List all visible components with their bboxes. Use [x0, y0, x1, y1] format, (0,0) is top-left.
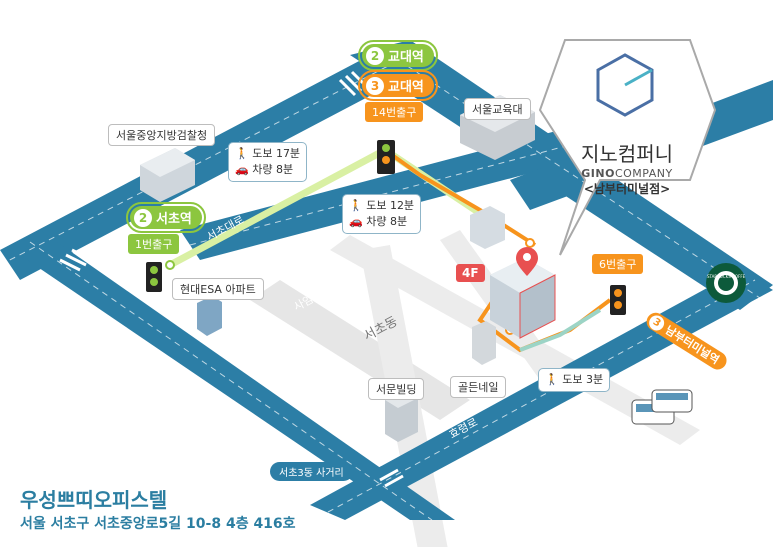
exit-14-label: 14번출구 — [365, 102, 424, 122]
company-branch: <남부터미널점> — [583, 182, 671, 196]
walk-icon: 🚶 — [235, 147, 249, 160]
exit-1-label: 1번출구 — [128, 234, 180, 254]
office-address: 서울 서초구 서초중앙로5길 10-8 4층 416호 — [20, 516, 296, 532]
landmark-edu-univ: 서울교육대 — [464, 98, 531, 120]
directions-from-nambu: 🚶 도보 3분 — [538, 368, 611, 392]
pin-icon — [516, 247, 538, 276]
landmark-prosecutors: 서울중앙지방검찰청 — [108, 124, 216, 146]
landmark-golden-nail: 골든네일 — [450, 376, 507, 398]
starbucks-text: STARBUCKS COFFEE — [707, 274, 745, 279]
office-name: 우성쁘띠오피스텔 — [20, 488, 168, 512]
car-icon: 🚗 — [349, 215, 363, 228]
company-name-ko: 지노컴퍼니 — [581, 142, 673, 166]
directions-from-seocho: 🚶 도보 17분 🚗 차량 8분 — [228, 142, 308, 182]
exit-posts — [146, 140, 626, 315]
company-name-en: GINOCOMPANY — [581, 167, 673, 180]
route-nambu-walk — [519, 308, 602, 352]
company-balloon — [538, 39, 717, 256]
route-line3 — [383, 148, 537, 247]
landmark-intersection: 서초3동 사거리 — [270, 462, 353, 481]
walk-icon: 🚶 — [545, 373, 559, 386]
car-icon: 🚗 — [235, 163, 249, 176]
starbucks-logo — [706, 263, 746, 303]
walk-icon: 🚶 — [349, 199, 363, 212]
floor-tag: 4F — [456, 264, 485, 282]
landmark-seomun: 서문빌딩 — [368, 378, 425, 400]
exit-6-label: 6번출구 — [592, 254, 644, 274]
crosswalks — [59, 70, 603, 488]
company-info: 지노컴퍼니 GINOCOMPANY <남부터미널점> — [572, 138, 682, 197]
directions-from-gyodae: 🚶 도보 12분 🚗 차량 8분 — [342, 194, 422, 234]
landmark-hyundai-esa: 현대ESA 아파트 — [172, 278, 264, 300]
